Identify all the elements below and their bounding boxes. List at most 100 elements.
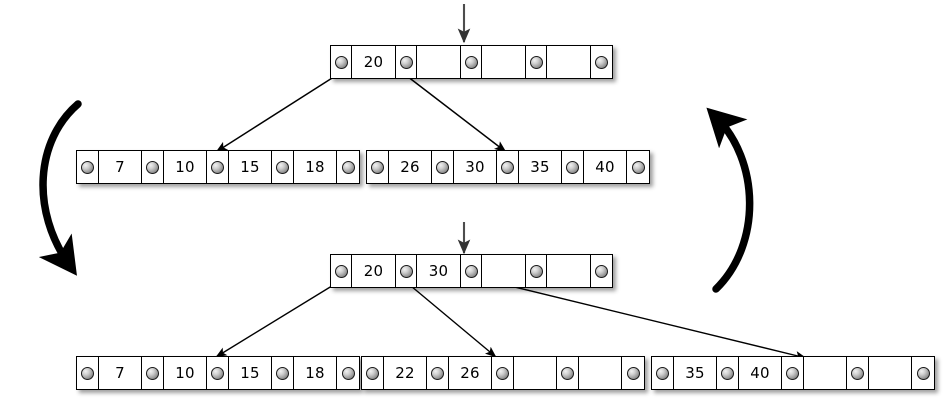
pointer-cell[interactable] [526,46,547,78]
leaf-node-after-right[interactable]: 35 40 [651,356,935,390]
pointer-dot-icon [436,160,449,174]
key-cell[interactable] [417,46,461,78]
pointer-dot-icon [464,55,478,69]
key-value: 22 [395,364,415,382]
key-cell[interactable]: 22 [384,357,427,389]
pointer-cell[interactable] [396,46,417,78]
child-link-after-middle [404,280,497,358]
leaf-node-after-left[interactable]: 7 10 15 18 [76,356,360,390]
flow-arrow-right-up [706,107,754,293]
pointer-cell[interactable] [367,151,389,183]
pointer-dot-icon [399,264,413,278]
pointer-cell[interactable] [492,357,514,389]
pointer-cell[interactable] [362,357,384,389]
pointer-dot-icon [81,366,94,380]
key-value: 35 [530,158,550,176]
pointer-dot-icon [626,366,640,380]
key-cell[interactable] [547,46,591,78]
pointer-dot-icon [721,366,734,380]
pointer-dot-icon [211,366,224,380]
pointer-cell[interactable] [396,255,417,287]
pointer-cell[interactable] [622,357,644,389]
key-value: 15 [240,364,260,382]
key-cell[interactable]: 10 [164,151,207,183]
pointer-cell[interactable] [207,357,229,389]
key-value: 7 [115,364,125,382]
pointer-dot-icon [276,366,289,380]
key-cell[interactable]: 30 [454,151,497,183]
pointer-dot-icon [341,366,355,380]
pointer-dot-icon [81,160,94,174]
key-cell[interactable]: 40 [584,151,627,183]
key-cell[interactable]: 30 [417,255,461,287]
key-cell[interactable] [547,255,591,287]
pointer-cell[interactable] [847,357,869,389]
pointer-cell[interactable] [142,357,164,389]
pointer-cell[interactable] [331,255,352,287]
pointer-cell[interactable] [591,46,612,78]
key-value: 26 [460,364,480,382]
pointer-dot-icon [146,160,159,174]
key-cell[interactable] [579,357,622,389]
child-link-after-left [215,280,341,358]
key-cell[interactable]: 7 [99,151,142,183]
pointer-dot-icon [371,160,384,174]
key-cell[interactable]: 35 [674,357,717,389]
pointer-dot-icon [496,366,509,380]
key-cell[interactable] [514,357,557,389]
pointer-cell[interactable] [591,255,612,287]
root-node-before[interactable]: 20 [330,45,613,79]
pointer-dot-icon [529,55,543,69]
pointer-cell[interactable] [207,151,229,183]
pointer-cell[interactable] [337,357,359,389]
pointer-cell[interactable] [652,357,674,389]
leaf-node-before-left[interactable]: 7 10 15 18 [76,150,360,184]
key-cell[interactable] [869,357,912,389]
key-cell[interactable]: 26 [389,151,432,183]
pointer-cell[interactable] [717,357,739,389]
key-cell[interactable]: 7 [99,357,142,389]
key-cell[interactable]: 20 [352,255,396,287]
pointer-cell[interactable] [461,255,482,287]
key-cell[interactable]: 40 [739,357,782,389]
key-cell[interactable] [482,46,526,78]
key-cell[interactable] [804,357,847,389]
pointer-cell[interactable] [912,357,934,389]
key-cell[interactable]: 10 [164,357,207,389]
key-cell[interactable]: 26 [449,357,492,389]
key-cell[interactable]: 15 [229,151,272,183]
key-cell[interactable]: 35 [519,151,562,183]
pointer-cell[interactable] [331,46,352,78]
pointer-cell[interactable] [272,151,294,183]
pointer-dot-icon [341,160,355,174]
pointer-cell[interactable] [461,46,482,78]
pointer-dot-icon [656,366,669,380]
key-cell[interactable]: 20 [352,46,396,78]
pointer-dot-icon [399,55,413,69]
leaf-node-before-right[interactable]: 26 30 35 40 [366,150,650,184]
pointer-cell[interactable] [557,357,579,389]
pointer-cell[interactable] [627,151,649,183]
pointer-cell[interactable] [432,151,454,183]
pointer-cell[interactable] [782,357,804,389]
key-cell[interactable]: 15 [229,357,272,389]
pointer-cell[interactable] [497,151,519,183]
pointer-cell[interactable] [337,151,359,183]
key-cell[interactable] [482,255,526,287]
key-cell[interactable]: 18 [294,151,337,183]
pointer-cell[interactable] [77,357,99,389]
pointer-cell[interactable] [272,357,294,389]
pointer-dot-icon [566,160,579,174]
pointer-cell[interactable] [77,151,99,183]
pointer-dot-icon [595,264,608,278]
child-link-before-right [402,72,507,153]
key-value: 15 [240,158,260,176]
pointer-cell[interactable] [427,357,449,389]
pointer-cell[interactable] [562,151,584,183]
pointer-cell[interactable] [526,255,547,287]
leaf-node-after-middle[interactable]: 22 26 [361,356,645,390]
key-cell[interactable]: 18 [294,357,337,389]
pointer-cell[interactable] [142,151,164,183]
key-value: 30 [428,262,449,280]
